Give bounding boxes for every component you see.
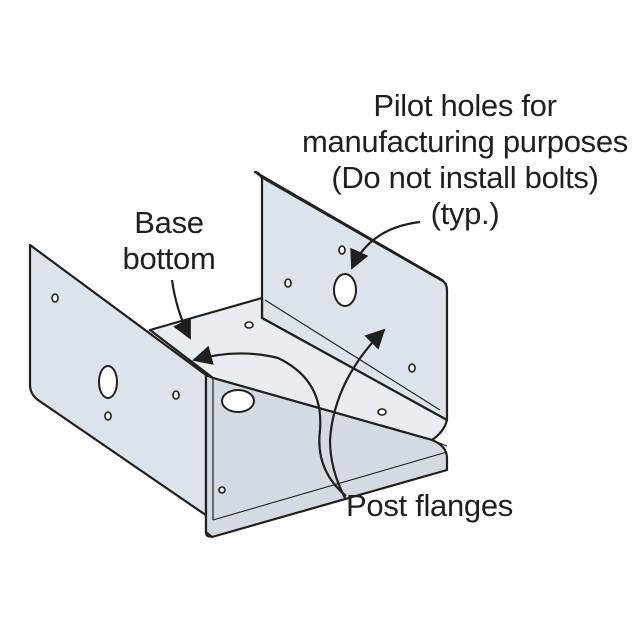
small-hole	[284, 278, 292, 288]
callout-line: Pilot holes for	[373, 88, 557, 123]
callout-line: Base	[134, 205, 204, 240]
small-hole	[51, 293, 59, 303]
callout-line: (typ.)	[430, 196, 500, 231]
small-hole	[244, 321, 254, 329]
callout-line: manufacturing purposes	[302, 124, 628, 159]
base-bottom-callout: Base bottom	[104, 205, 234, 277]
small-hole	[104, 411, 112, 421]
small-hole	[377, 408, 387, 416]
post-flange-left-arrow	[192, 345, 347, 497]
small-hole	[408, 363, 416, 373]
base-hole	[221, 389, 255, 413]
callout-line: Post flanges	[346, 488, 514, 523]
front-flange	[28, 243, 215, 538]
small-hole	[338, 245, 346, 255]
flange-hole	[333, 273, 357, 307]
post-flange-right-arrow	[328, 328, 386, 501]
post-flanges-callout: Post flanges	[346, 488, 536, 524]
flange-hole	[98, 365, 118, 399]
small-hole	[218, 486, 226, 494]
base-bottom-arrow	[170, 279, 191, 340]
pilot-holes-callout: Pilot holes for manufacturing purposes (…	[292, 88, 638, 232]
small-hole	[172, 390, 180, 400]
callout-line: bottom	[122, 241, 216, 276]
pilot-holes-arrow	[350, 220, 421, 270]
callout-line: (Do not install bolts)	[331, 160, 599, 195]
